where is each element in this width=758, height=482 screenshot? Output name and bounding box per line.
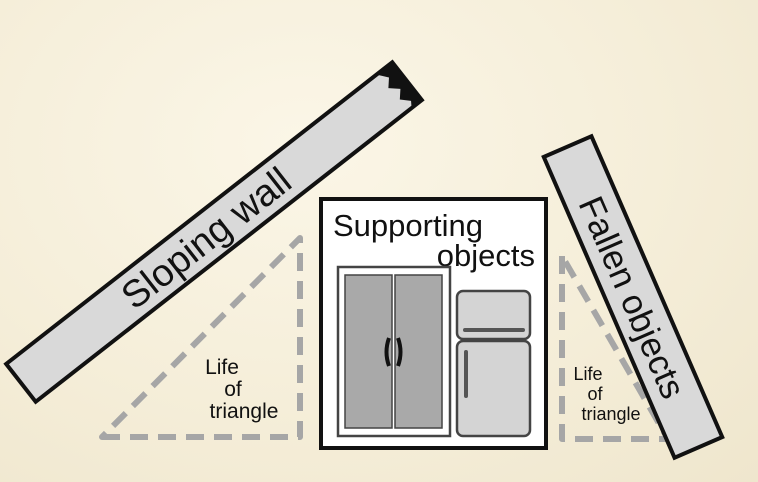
supporting-objects-label-line2: objects <box>437 238 535 273</box>
sloping-wall-label: Sloping wall <box>114 160 300 318</box>
life-triangle-right <box>559 253 671 442</box>
life-of-triangle-right-line1: Life <box>573 364 602 384</box>
life-of-triangle-left-line1: Life <box>205 356 239 379</box>
life-of-triangle-right-line3: triangle <box>581 404 640 424</box>
life-triangle-left <box>99 235 303 440</box>
life-of-triangle-left-line3: triangle <box>210 400 279 423</box>
supporting-objects-label-line1: Supporting <box>333 208 483 243</box>
refrigerator-icon <box>455 289 532 438</box>
wall-crack <box>376 62 422 109</box>
life-of-triangle-right-line2: of <box>587 384 603 404</box>
life-of-triangle-left-line2: of <box>224 378 242 401</box>
wardrobe-icon <box>336 265 452 438</box>
